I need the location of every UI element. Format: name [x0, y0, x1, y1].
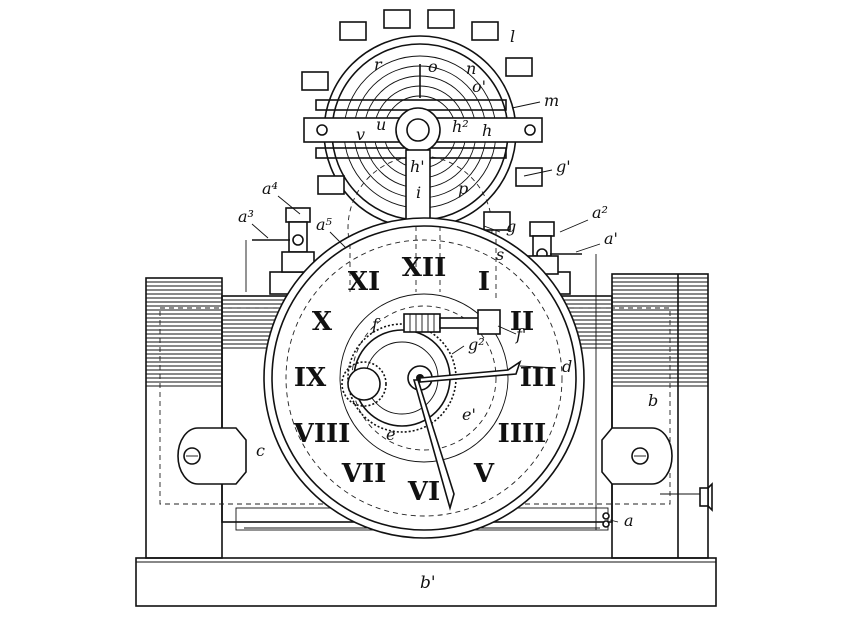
label-e: e [386, 425, 395, 444]
numeral-5: V [473, 459, 495, 489]
label-a5: a⁵ [316, 215, 333, 234]
label-p: p [458, 179, 468, 198]
label-h1: h' [410, 157, 425, 176]
label-r: r [374, 55, 383, 74]
numeral-7: VII [341, 459, 387, 489]
reference-labels: l r o n o' m u v h² h h' g' a⁴ i p a³ a⁵… [238, 27, 658, 593]
label-a: a [624, 511, 634, 530]
numeral-6: VI [407, 477, 440, 507]
numeral-4: IIII [498, 419, 547, 449]
label-a2: a² [592, 203, 608, 222]
numeral-2: II [510, 307, 534, 337]
numeral-12: XII [402, 253, 447, 283]
label-o: o [428, 57, 438, 76]
label-n: n [466, 59, 476, 78]
left-pillar [145, 277, 223, 559]
clock-hands [412, 360, 522, 511]
numeral-8: VIII [293, 419, 351, 449]
leader-lines [251, 101, 619, 523]
wiring [349, 226, 497, 300]
label-i: i [416, 183, 421, 202]
label-g: g [506, 217, 516, 236]
numeral-9: IX [294, 363, 327, 393]
binding-post-left [252, 207, 315, 273]
label-c: c [256, 441, 265, 460]
label-d: d [562, 357, 572, 376]
label-b: b [648, 391, 658, 410]
solenoid [403, 309, 501, 335]
label-g2: g² [468, 335, 485, 354]
label-o1: o' [472, 77, 486, 96]
numeral-1: I [478, 267, 490, 297]
label-e1: e' [462, 405, 476, 424]
wheel-cards [301, 9, 543, 231]
label-v: v [356, 125, 365, 144]
label-h: h [482, 121, 492, 140]
gear-train [341, 323, 457, 433]
label-s: s [496, 245, 504, 264]
label-g1: g' [556, 157, 571, 176]
label-m: m [544, 91, 559, 110]
label-f: f [371, 315, 381, 334]
label-b1: b' [420, 573, 436, 593]
numerals: XII I II III IIII V VI VII VIII IX X XI [293, 253, 557, 507]
label-h2: h² [452, 117, 469, 136]
label-a1: a' [604, 229, 618, 248]
label-a4: a⁴ [262, 179, 278, 198]
bracket-right [601, 427, 673, 485]
label-l: l [510, 27, 515, 46]
numeral-11: XI [348, 267, 380, 297]
top-wheel [301, 9, 543, 301]
label-f1: f' [515, 325, 526, 344]
numeral-10: X [312, 307, 333, 337]
bracket-left [177, 427, 247, 485]
label-a3: a³ [238, 207, 254, 226]
base-plate [135, 557, 717, 607]
label-u: u [376, 115, 386, 134]
